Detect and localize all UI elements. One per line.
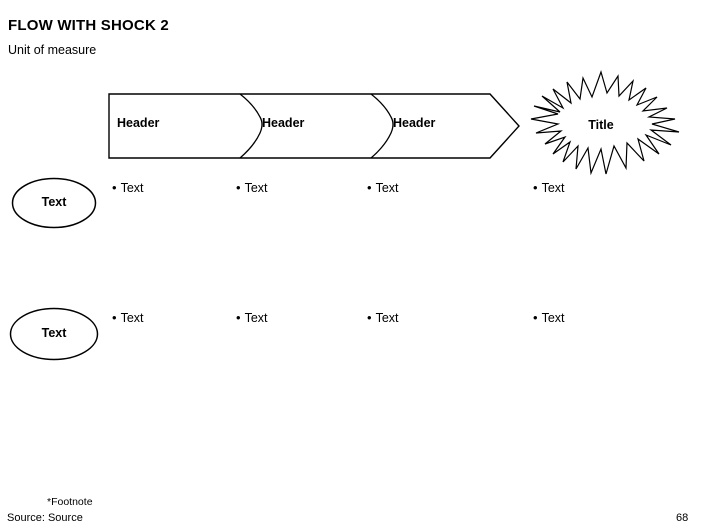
bullet-dot-icon: • [236, 310, 241, 325]
row-label-ellipse-1[interactable] [11, 177, 97, 229]
bullet-dot-icon: • [533, 180, 538, 195]
bullet-label: Text [244, 181, 268, 195]
explosion-star-icon[interactable] [518, 70, 684, 178]
bullet-dot-icon: • [367, 310, 372, 325]
footnote-text: *Footnote [47, 496, 93, 508]
bullet-item-r2c1: • Text [112, 311, 144, 325]
flow-segment-label-2: Header [262, 116, 305, 130]
bullet-label: Text [375, 181, 399, 195]
flow-banner[interactable] [108, 93, 520, 159]
source-text: Source: Source [7, 512, 83, 524]
bullet-label: Text [120, 181, 144, 195]
explosion-star-shape [530, 70, 680, 176]
bullet-label: Text [541, 181, 565, 195]
bullet-item-r1c4: • Text [533, 181, 565, 195]
bullet-label: Text [244, 311, 268, 325]
bullet-label: Text [120, 311, 144, 325]
bullet-item-r2c3: • Text [367, 311, 399, 325]
page-title: FLOW WITH SHOCK 2 [8, 17, 169, 34]
bullet-dot-icon: • [367, 180, 372, 195]
ellipse-icon [9, 307, 99, 361]
bullet-item-r1c3: • Text [367, 181, 399, 195]
bullet-label: Text [541, 311, 565, 325]
row-label-text-2: Text [41, 326, 67, 340]
bullet-dot-icon: • [112, 180, 117, 195]
flow-banner-shape [108, 93, 520, 159]
row-label-text-1: Text [41, 195, 67, 209]
page-number: 68 [676, 512, 689, 524]
bullet-label: Text [375, 311, 399, 325]
starburst-label: Title [588, 118, 614, 132]
flow-segment-label-1: Header [117, 116, 160, 130]
flow-segment-label-3: Header [393, 116, 436, 130]
bullet-item-r2c2: • Text [236, 311, 268, 325]
row-label-ellipse-2[interactable] [9, 307, 99, 361]
bullet-dot-icon: • [533, 310, 538, 325]
bullet-item-r1c2: • Text [236, 181, 268, 195]
bullet-item-r2c4: • Text [533, 311, 565, 325]
bullet-dot-icon: • [112, 310, 117, 325]
ellipse-icon [11, 177, 97, 229]
page-subtitle: Unit of measure [8, 43, 97, 57]
bullet-item-r1c1: • Text [112, 181, 144, 195]
bullet-dot-icon: • [236, 180, 241, 195]
